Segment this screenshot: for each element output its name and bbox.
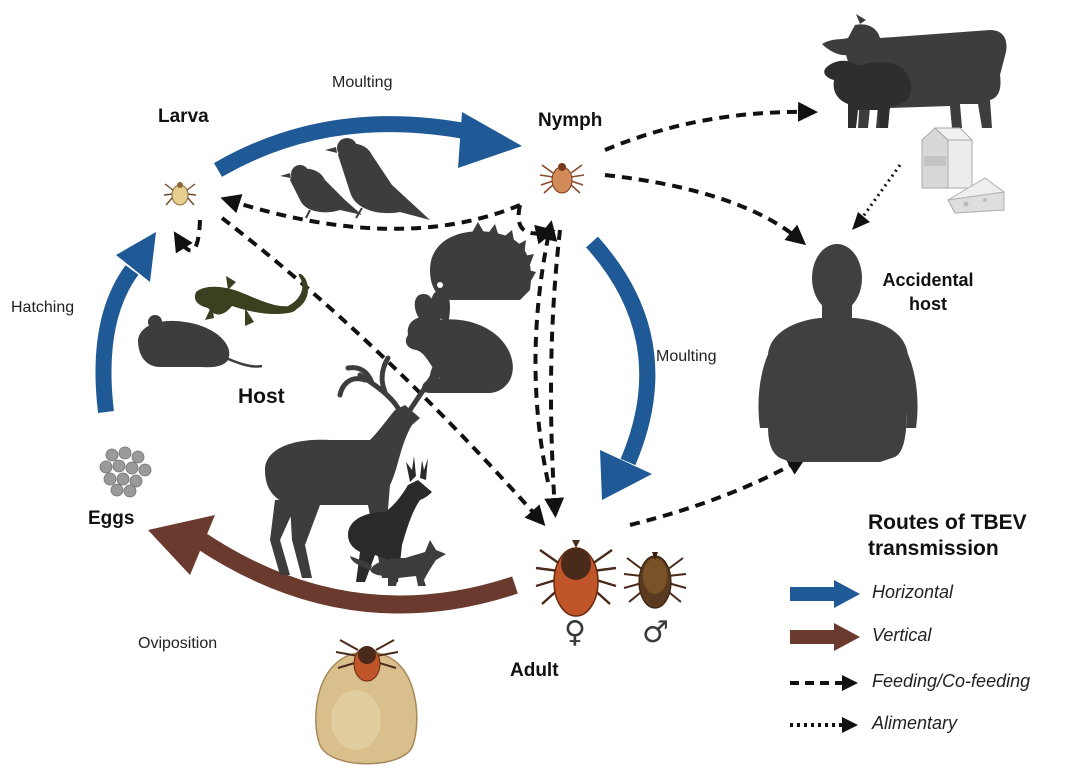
feeding-arrow-larva-loop <box>178 220 200 250</box>
nymph-tick-icon <box>540 163 584 193</box>
feeding-arrow-adult-to-nymph <box>535 228 550 482</box>
accidental-host-line1: Accidental <box>880 268 976 292</box>
legend-title-line1: Routes of TBEV <box>868 510 1027 536</box>
legend-title-line2: transmission <box>868 536 1027 562</box>
female-adult-tick-icon <box>536 540 616 616</box>
nymph-label: Nymph <box>538 110 602 132</box>
moulting-label-top: Moulting <box>332 74 392 92</box>
legend-feeding-arrow <box>790 675 858 691</box>
legend-vertical-arrow <box>790 623 860 651</box>
hedgehog-icon <box>430 222 536 300</box>
feeding-arrow-nymph-to-human <box>605 175 800 240</box>
accidental-host-label: Accidental host <box>880 268 976 316</box>
legend-alimentary-arrow <box>790 717 858 733</box>
host-label: Host <box>238 385 285 409</box>
feeding-arrow-nymph-loop <box>519 205 548 233</box>
feeding-arrow-adult-to-human <box>630 460 800 525</box>
alimentary-arrow <box>852 165 900 230</box>
hatching-label: Hatching <box>11 299 74 317</box>
legend-item-alimentary: Alimentary <box>872 713 957 734</box>
accidental-host-line2: host <box>880 292 976 316</box>
engorged-tick-with-eggs-icon <box>316 640 417 764</box>
oviposition-label: Oviposition <box>138 635 217 653</box>
legend-item-vertical: Vertical <box>872 625 931 646</box>
larva-tick-icon <box>164 182 196 205</box>
rabbit-icon <box>406 290 513 393</box>
egg-cluster-icon <box>100 447 151 497</box>
birds-icon <box>280 138 430 220</box>
male-adult-tick-icon <box>624 552 686 608</box>
lizard-icon <box>195 274 308 326</box>
legend-item-feeding: Feeding/Co-feeding <box>872 671 1030 692</box>
milk-carton-icon <box>922 128 972 188</box>
horizontal-arrow-nymph-to-adult <box>592 242 652 500</box>
female-symbol: ♀ <box>564 615 586 650</box>
larva-label: Larva <box>158 106 209 128</box>
male-symbol: ♂ <box>642 615 669 650</box>
adult-label: Adult <box>510 660 559 682</box>
vertical-arrow-adult-to-eggs <box>148 515 515 605</box>
legend-horizontal-arrow <box>790 580 860 608</box>
feeding-arrow-nymph-to-livestock <box>605 112 810 150</box>
moulting-label-right: Moulting <box>656 348 716 366</box>
eggs-label: Eggs <box>88 508 134 530</box>
mouse-icon <box>138 315 262 367</box>
legend-item-horizontal: Horizontal <box>872 582 953 603</box>
legend-title: Routes of TBEV transmission <box>868 510 1027 562</box>
feeding-arrow-nymph-to-adult <box>551 230 560 510</box>
